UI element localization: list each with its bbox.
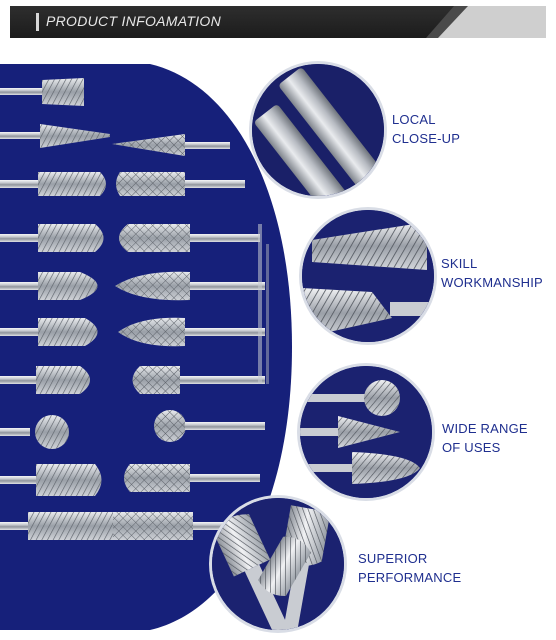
burr-row-7: [0, 366, 265, 394]
feature-line2: WORKMANSHIP: [441, 275, 543, 290]
feature-label-local-closeup: LOCAL CLOSE-UP: [392, 110, 460, 148]
burr-row-1: [0, 78, 84, 106]
burr-row-2: [0, 124, 230, 156]
section-header: PRODUCT INFOAMATION: [10, 6, 546, 38]
feature-line2: OF USES: [442, 440, 501, 455]
burr-row-8: [0, 410, 265, 449]
header-accent-bar: [36, 13, 39, 31]
burr-set-icon: [300, 366, 432, 498]
feature-label-superior-performance: SUPERIOR PERFORMANCE: [358, 549, 461, 587]
burr-row-3: [0, 172, 245, 196]
burr-cut-icon: [302, 210, 434, 342]
feature-line2: CLOSE-UP: [392, 131, 461, 146]
burr-set-photo: [0, 64, 300, 630]
feature-line2: PERFORMANCE: [358, 570, 462, 585]
burr-row-9: [0, 464, 260, 496]
burr-set-illustration: [0, 64, 292, 630]
burr-row-6: [0, 317, 265, 347]
header-title: PRODUCT INFOAMATION: [46, 13, 221, 29]
feature-line1: SUPERIOR: [358, 551, 428, 566]
burr-row-5: [0, 271, 265, 301]
feature-line1: LOCAL: [392, 112, 436, 127]
feature-line1: SKILL: [441, 256, 478, 271]
feature-line1: WIDE RANGE: [442, 421, 528, 436]
feature-label-skill-workmanship: SKILL WORKMANSHIP: [441, 254, 543, 292]
burr-row-10: [0, 512, 253, 540]
burr-row-4: [0, 224, 260, 252]
burr-cluster-icon: [212, 498, 344, 630]
shank-closeup-icon: [252, 64, 384, 196]
feature-label-wide-range: WIDE RANGE OF USES: [442, 419, 528, 457]
